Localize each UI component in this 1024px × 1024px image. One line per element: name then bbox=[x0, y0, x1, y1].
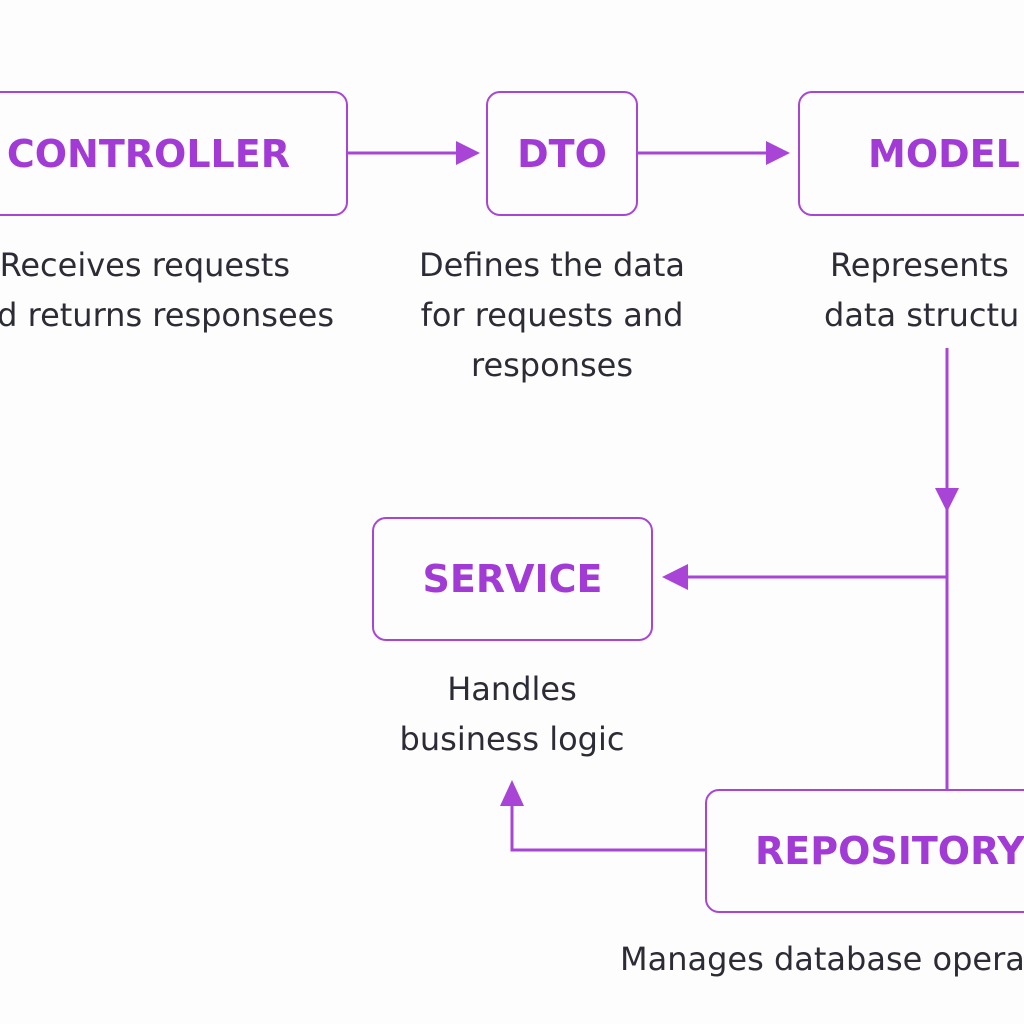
model-description: Represents data structu bbox=[800, 240, 1024, 340]
controller-description: Receives requests d returns responsees bbox=[0, 240, 350, 340]
service-title: SERVICE bbox=[422, 557, 603, 601]
service-desc-line-2: business logic bbox=[399, 720, 625, 758]
controller-box: CONTROLLER bbox=[0, 91, 348, 216]
model-desc-line-2: data structu bbox=[824, 296, 1020, 334]
dto-box: DTO bbox=[486, 91, 638, 216]
dto-description: Defines the data for requests and respon… bbox=[392, 240, 712, 390]
dto-title: DTO bbox=[517, 131, 607, 176]
repository-description: Manages database opera bbox=[620, 934, 1024, 984]
repository-desc-line-1: Manages database opera bbox=[620, 940, 1024, 978]
dto-desc-line-1: Defines the data bbox=[418, 246, 686, 284]
model-box: MODEL bbox=[798, 91, 1024, 216]
arrow-repository-to-service bbox=[510, 806, 705, 852]
service-desc-line-1: Handles bbox=[447, 670, 577, 708]
model-title: MODEL bbox=[868, 131, 1020, 176]
arrowhead-service bbox=[662, 564, 688, 590]
controller-title: CONTROLLER bbox=[6, 131, 290, 176]
model-desc-line-1: Represents bbox=[830, 246, 1009, 284]
controller-desc-line-1: Receives requests bbox=[0, 246, 290, 284]
repository-title: REPOSITORY bbox=[755, 829, 1024, 873]
arrowhead-dto bbox=[456, 141, 480, 165]
repository-box: REPOSITORY bbox=[705, 789, 1024, 913]
service-box: SERVICE bbox=[372, 517, 653, 641]
arrowhead-down bbox=[935, 488, 959, 512]
controller-desc-line-2: d returns responsees bbox=[0, 296, 334, 334]
arrowhead-model bbox=[766, 141, 790, 165]
dto-desc-line-3: responses bbox=[470, 346, 633, 384]
service-description: Handles business logic bbox=[352, 664, 672, 764]
arrowhead-up bbox=[500, 780, 524, 806]
dto-desc-line-2: for requests and bbox=[420, 296, 684, 334]
